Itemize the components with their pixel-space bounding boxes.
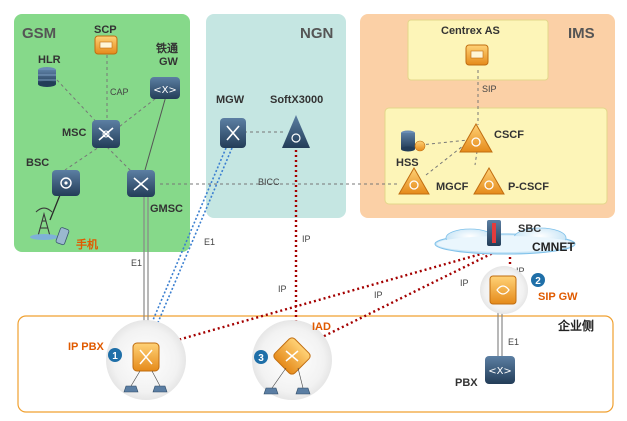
tower-icon bbox=[30, 207, 58, 240]
svg-text:3: 3 bbox=[258, 353, 264, 364]
centrex-device bbox=[465, 44, 489, 66]
softx-device bbox=[282, 115, 310, 148]
label-e1-gmsc: E1 bbox=[131, 258, 142, 268]
scp-label: SCP bbox=[94, 24, 117, 36]
cscf-label: CSCF bbox=[494, 129, 524, 141]
railway-gw-label-2: GW bbox=[159, 56, 179, 68]
label-bicc: BICC bbox=[258, 177, 280, 187]
zone-ngn bbox=[206, 14, 346, 218]
label-ip-iad: IP bbox=[374, 290, 383, 300]
sipgw-device bbox=[489, 275, 517, 305]
railway-gw-label-1: 铁通 bbox=[156, 41, 178, 55]
mgw-label: MGW bbox=[216, 94, 245, 106]
sbc-device bbox=[487, 220, 501, 246]
hss-label: HSS bbox=[396, 157, 419, 169]
ippbx-badge: 1 bbox=[108, 348, 122, 362]
iad-label: IAD bbox=[312, 321, 331, 333]
label-cap: CAP bbox=[110, 87, 129, 97]
label-e1-mgw: E1 bbox=[204, 237, 215, 247]
gmsc-label: GMSC bbox=[150, 203, 183, 215]
svg-text:1: 1 bbox=[112, 351, 118, 362]
link-bsc-phone bbox=[49, 194, 61, 221]
phone-label: 手机 bbox=[76, 237, 98, 251]
pbx-device: <X> bbox=[485, 356, 515, 384]
zone-ims-title: IMS bbox=[568, 25, 595, 42]
link-railway-gmsc bbox=[144, 95, 167, 171]
label-ip-mid: IP bbox=[278, 284, 287, 294]
pcscf-device bbox=[473, 166, 505, 195]
label-e1-pbx: E1 bbox=[508, 337, 519, 347]
zone-ngn-title: NGN bbox=[300, 25, 333, 42]
dashed-links bbox=[56, 55, 479, 185]
label-sip: SIP bbox=[482, 84, 497, 94]
iad-device bbox=[273, 337, 311, 375]
sbc-label: SBC bbox=[518, 223, 541, 235]
phone-icon bbox=[55, 227, 70, 246]
softx-label: SoftX3000 bbox=[270, 94, 323, 106]
zone-ims-inner bbox=[384, 107, 608, 205]
msc-label: MSC bbox=[62, 127, 87, 139]
pbx-label: PBX bbox=[455, 377, 478, 389]
ippbx-phones bbox=[123, 370, 168, 393]
scp-device bbox=[94, 35, 118, 55]
svg-text:<X>: <X> bbox=[488, 366, 512, 377]
railway-gw-device: <X> bbox=[150, 77, 180, 99]
mgw-device bbox=[220, 118, 246, 148]
hlr-device bbox=[38, 67, 56, 87]
zone-gsm-title: GSM bbox=[22, 25, 56, 42]
sipgw-badge: 2 bbox=[531, 273, 545, 287]
cmnet-cloud bbox=[434, 227, 576, 255]
iad-phones bbox=[263, 367, 311, 395]
msc-device bbox=[92, 120, 120, 148]
label-ip-sipgw-right: IP bbox=[516, 266, 525, 276]
ippbx-device bbox=[132, 342, 160, 372]
mgcf-label: MGCF bbox=[436, 181, 469, 193]
pcscf-label: P-CSCF bbox=[508, 181, 549, 193]
svg-text:<X>: <X> bbox=[153, 85, 177, 96]
iad-badge: 3 bbox=[254, 350, 268, 364]
cscf-device bbox=[459, 122, 493, 153]
hlr-label: HLR bbox=[38, 54, 61, 66]
label-ip-sipgw-left: IP bbox=[460, 278, 469, 288]
ippbx-label: IP PBX bbox=[68, 341, 105, 353]
centrex-label: Centrex AS bbox=[441, 25, 500, 37]
bsc-device bbox=[52, 170, 80, 196]
bsc-label: BSC bbox=[26, 157, 49, 169]
cmnet-label: CMNET bbox=[532, 240, 575, 254]
svg-text:2: 2 bbox=[535, 276, 541, 287]
label-ip-softx: IP bbox=[302, 234, 311, 244]
gmsc-device bbox=[127, 170, 155, 197]
mgcf-device bbox=[398, 166, 430, 195]
zone-enterprise-title: 企业侧 bbox=[557, 318, 594, 333]
sipgw-label: SIP GW bbox=[538, 291, 578, 303]
hss-device bbox=[401, 130, 426, 152]
